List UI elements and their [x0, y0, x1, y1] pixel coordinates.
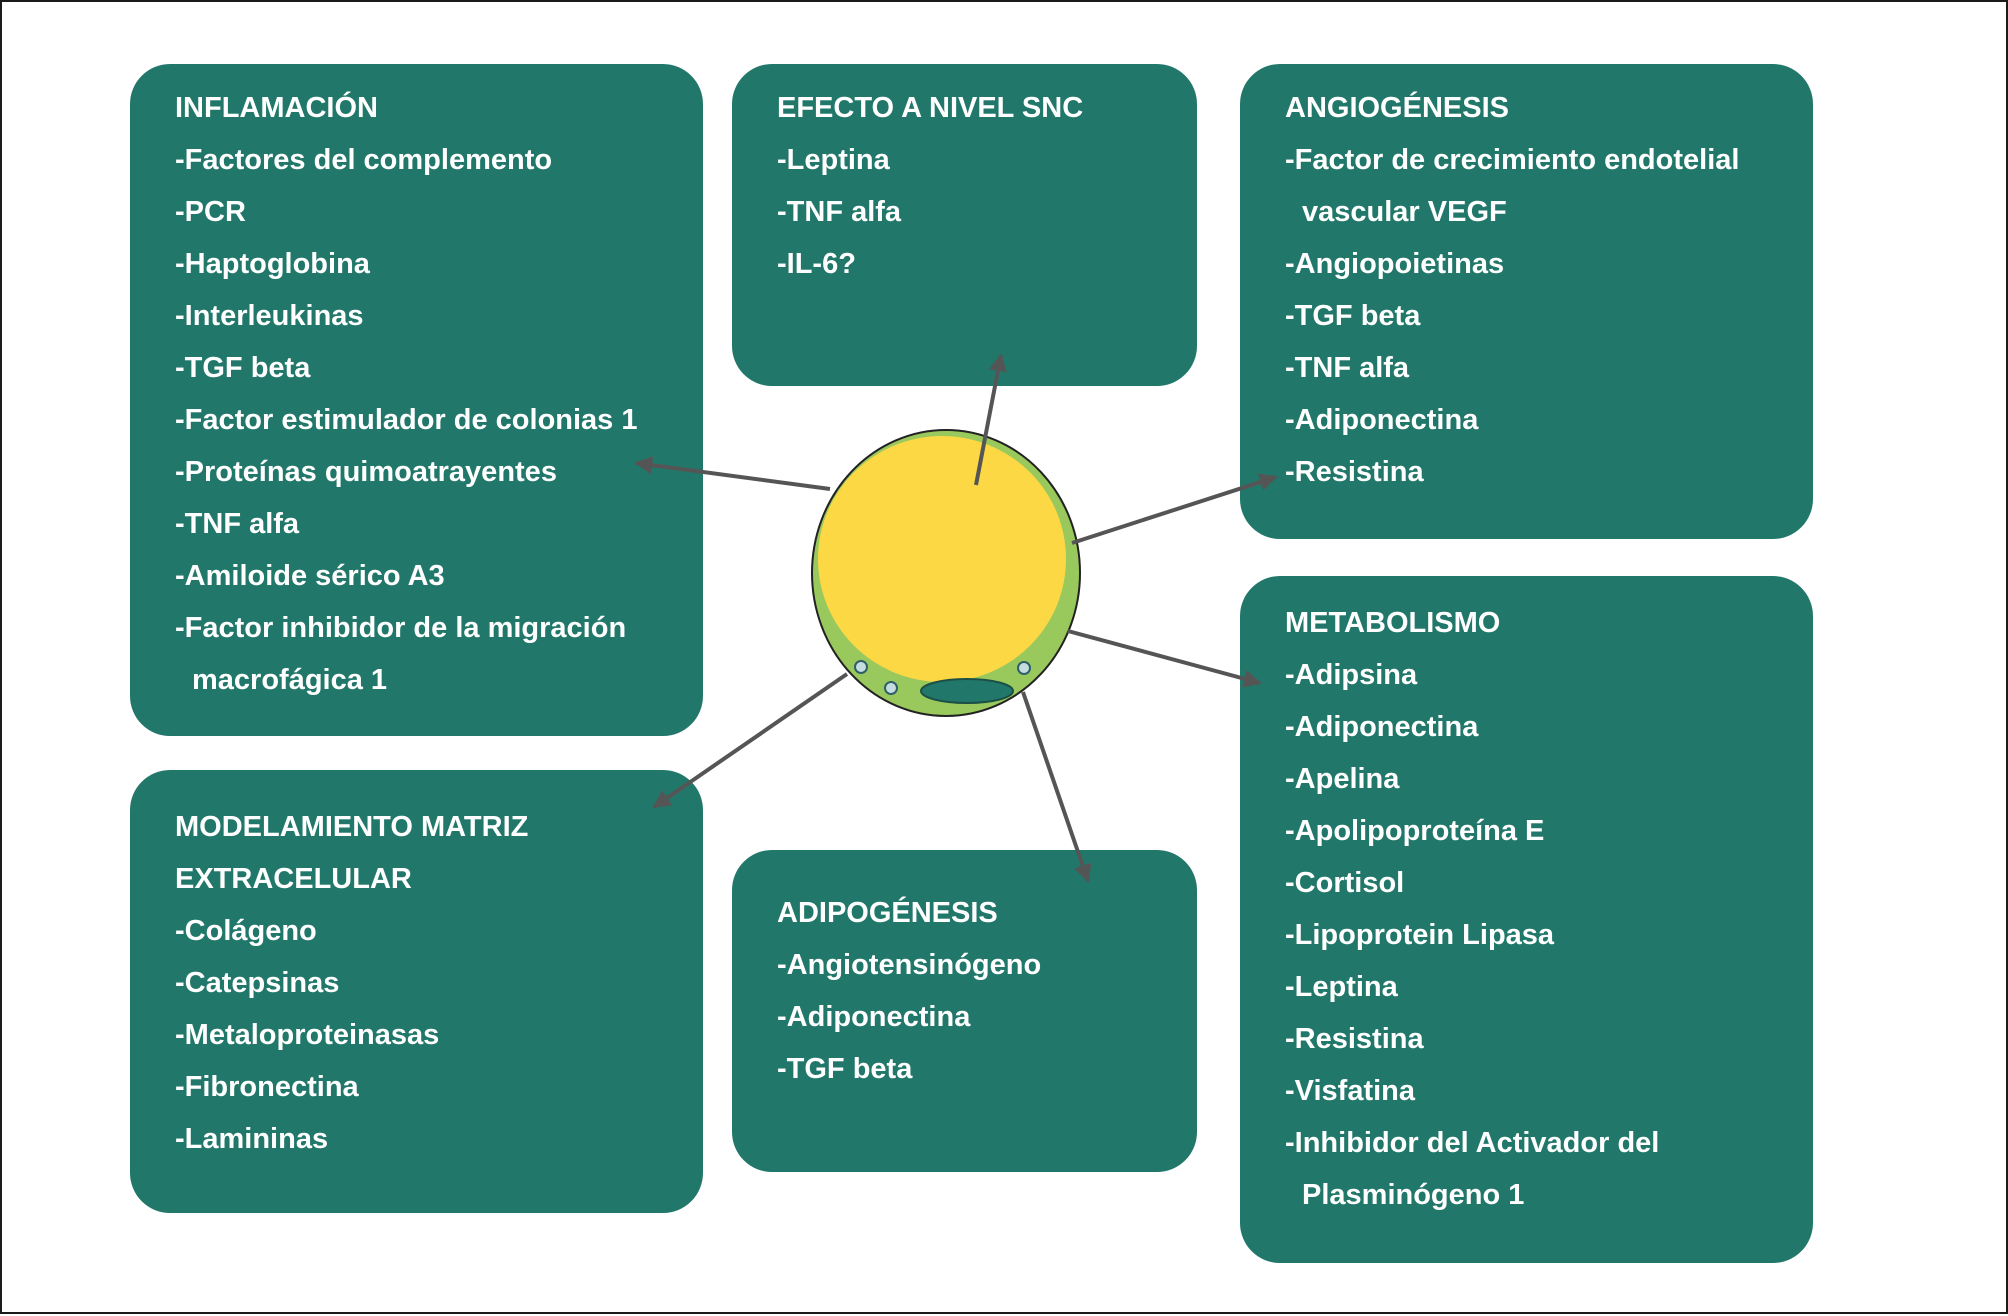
panel-title: METABOLISMO [1285, 607, 1501, 639]
cell-nucleus [920, 678, 1014, 704]
list-item: -Adiponectina [1285, 404, 1479, 436]
list-item: -IL-6? [777, 248, 856, 280]
list-item: macrofágica 1 [192, 664, 388, 696]
list-item: -Adiponectina [777, 1001, 971, 1033]
list-item: -TNF alfa [1285, 352, 1410, 384]
list-item: -Colágeno [175, 915, 317, 947]
arrow-to-adipogenesis [1021, 691, 1092, 883]
list-item: -Leptina [777, 144, 890, 176]
organelle-dot [884, 681, 898, 695]
arrow-to-metabolismo [1067, 629, 1262, 688]
organelle-dot [1017, 661, 1031, 675]
list-item: vascular VEGF [1302, 196, 1507, 228]
list-item: -Cortisol [1285, 867, 1405, 899]
list-item: -Factor inhibidor de la migración [175, 612, 627, 644]
panel-title: ANGIOGÉNESIS [1285, 92, 1509, 124]
adipocyte-cell [811, 429, 1081, 717]
panel-title: EFECTO A NIVEL SNC [777, 92, 1084, 124]
list-item: Plasminógeno 1 [1302, 1179, 1525, 1211]
panel-title: MODELAMIENTO MATRIZ [175, 811, 529, 843]
list-item: -Fibronectina [175, 1071, 359, 1103]
list-item: -Catepsinas [175, 967, 340, 999]
panel-angiogenesis: ANGIOGÉNESIS -Factor de crecimiento endo… [1240, 64, 1813, 539]
panel-metabolismo: METABOLISMO -Adipsina -Adiponectina -Ape… [1240, 576, 1813, 1263]
list-item: -Amiloide sérico A3 [175, 560, 445, 592]
list-item: -Factores del complemento [175, 144, 553, 176]
list-item: -TGF beta [175, 352, 311, 384]
panel-snc: EFECTO A NIVEL SNC -Leptina -TNF alfa -I… [732, 64, 1197, 386]
panel-title: EXTRACELULAR [175, 863, 412, 895]
list-item: -Angiopoietinas [1285, 248, 1505, 280]
list-item: -Apelina [1285, 763, 1400, 795]
list-item: -Interleukinas [175, 300, 364, 332]
panel-matriz: MODELAMIENTO MATRIZ EXTRACELULAR -Coláge… [130, 770, 703, 1213]
list-item: -Lipoprotein Lipasa [1285, 919, 1555, 951]
panel-title: ADIPOGÉNESIS [777, 897, 998, 929]
arrow-to-snc [974, 353, 1007, 486]
arrow-to-inflamacion [634, 456, 831, 491]
organelle-dot [854, 660, 868, 674]
list-item: -Proteínas quimoatrayentes [175, 456, 557, 488]
list-item: -Visfatina [1285, 1075, 1416, 1107]
list-item: -Factor estimulador de colonias 1 [175, 404, 638, 436]
list-item: -Inhibidor del Activador del [1285, 1127, 1660, 1159]
list-item: -TGF beta [1285, 300, 1421, 332]
list-item: -Leptina [1285, 971, 1398, 1003]
panel-adipogenesis: ADIPOGÉNESIS -Angiotensinógeno -Adiponec… [732, 850, 1197, 1172]
list-item: -TNF alfa [777, 196, 902, 228]
list-item: -Haptoglobina [175, 248, 370, 280]
panel-title: INFLAMACIÓN [175, 92, 378, 124]
list-item: -TNF alfa [175, 508, 300, 540]
list-item: -TGF beta [777, 1053, 913, 1085]
list-item: -Adipsina [1285, 659, 1418, 691]
arrow-to-angiogenesis [1071, 473, 1278, 545]
list-item: -Lamininas [175, 1123, 329, 1155]
list-item: -Adiponectina [1285, 711, 1479, 743]
list-item: -Resistina [1285, 1023, 1424, 1055]
list-item: -Metaloproteinasas [175, 1019, 440, 1051]
list-item: -Resistina [1285, 456, 1424, 488]
panel-inflamacion: INFLAMACIÓN -Factores del complemento -P… [130, 64, 703, 736]
list-item: -PCR [175, 196, 246, 228]
arrow-to-matriz [652, 672, 849, 809]
list-item: -Factor de crecimiento endotelial [1285, 144, 1740, 176]
list-item: -Angiotensinógeno [777, 949, 1042, 981]
list-item: -Apolipoproteína E [1285, 815, 1545, 847]
lipid-droplet [818, 436, 1066, 682]
